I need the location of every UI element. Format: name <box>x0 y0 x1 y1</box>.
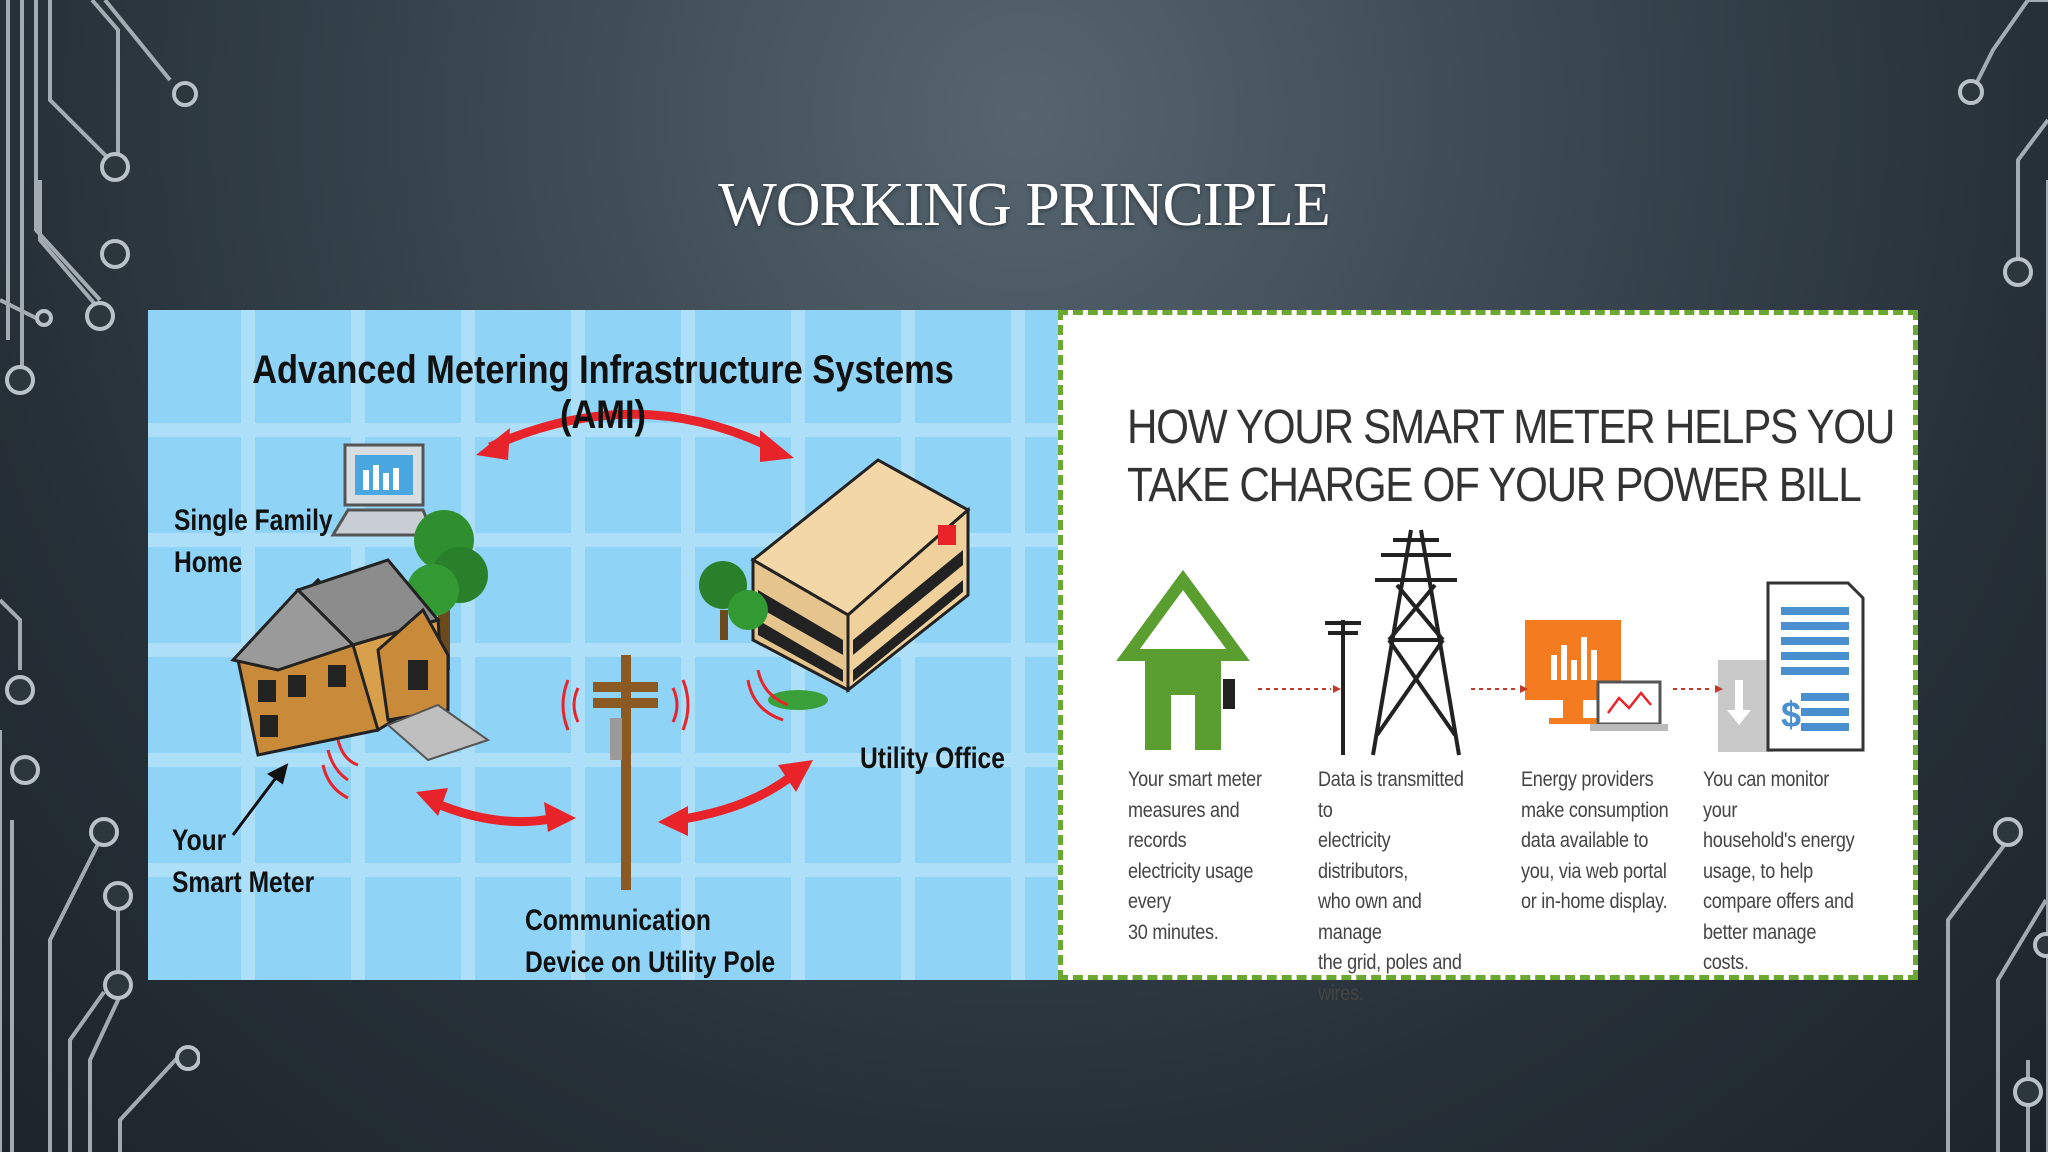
office-trees-icon <box>699 561 828 710</box>
meter-heading: HOW YOUR SMART METER HELPS YOU TAKE CHAR… <box>1127 399 1895 515</box>
office-building-icon <box>750 458 971 694</box>
slide-title: WORKING PRINCIPLE <box>718 171 1331 239</box>
label-your-smart-meter: Your Smart Meter <box>172 824 315 899</box>
house-icon <box>1116 569 1250 750</box>
smart-meter-panel: HOW YOUR SMART METER HELPS YOU TAKE CHAR… <box>1058 310 1918 1005</box>
utility-pole-icon <box>561 655 690 890</box>
label-communication-device: Communication Device on Utility Pole <box>525 904 776 979</box>
house-icon <box>230 558 491 762</box>
ami-title: Advanced Metering Infrastructure Systems… <box>252 348 954 437</box>
label-single-family-home: Single Family Home <box>174 504 333 579</box>
computer-icon <box>330 443 436 537</box>
step-4-text: You can monitor your household's energy … <box>1703 768 1855 974</box>
meter-pointer-arrow <box>231 763 289 836</box>
meter-heading-line1: HOW YOUR SMART METER HELPS YOU <box>1127 401 1895 454</box>
circuit-decoration-left <box>0 0 200 1152</box>
power-tower-icon <box>1325 529 1461 756</box>
svg-text:$: $ <box>1781 694 1801 735</box>
bill-document-icon: $ <box>1718 581 1865 752</box>
monitor-chart-icon <box>1525 620 1668 731</box>
step-3-text: Energy providers make consumption data a… <box>1521 768 1669 913</box>
circuit-decoration-right <box>1946 0 2048 1152</box>
meter-heading-line2: TAKE CHARGE OF YOUR POWER BILL <box>1127 459 1862 512</box>
ami-diagram-panel: Advanced Metering Infrastructure Systems… <box>148 310 1058 980</box>
ami-illustration <box>148 310 1058 980</box>
step-2-text: Data is transmitted to electricity distr… <box>1318 768 1464 1005</box>
meter-signal-icon <box>321 669 789 800</box>
step-1-text: Your smart meter measures and records el… <box>1128 768 1262 944</box>
red-arrows <box>416 409 813 836</box>
meter-steps-illustration: $ <box>1116 529 1865 756</box>
label-utility-office: Utility Office <box>860 742 1005 775</box>
